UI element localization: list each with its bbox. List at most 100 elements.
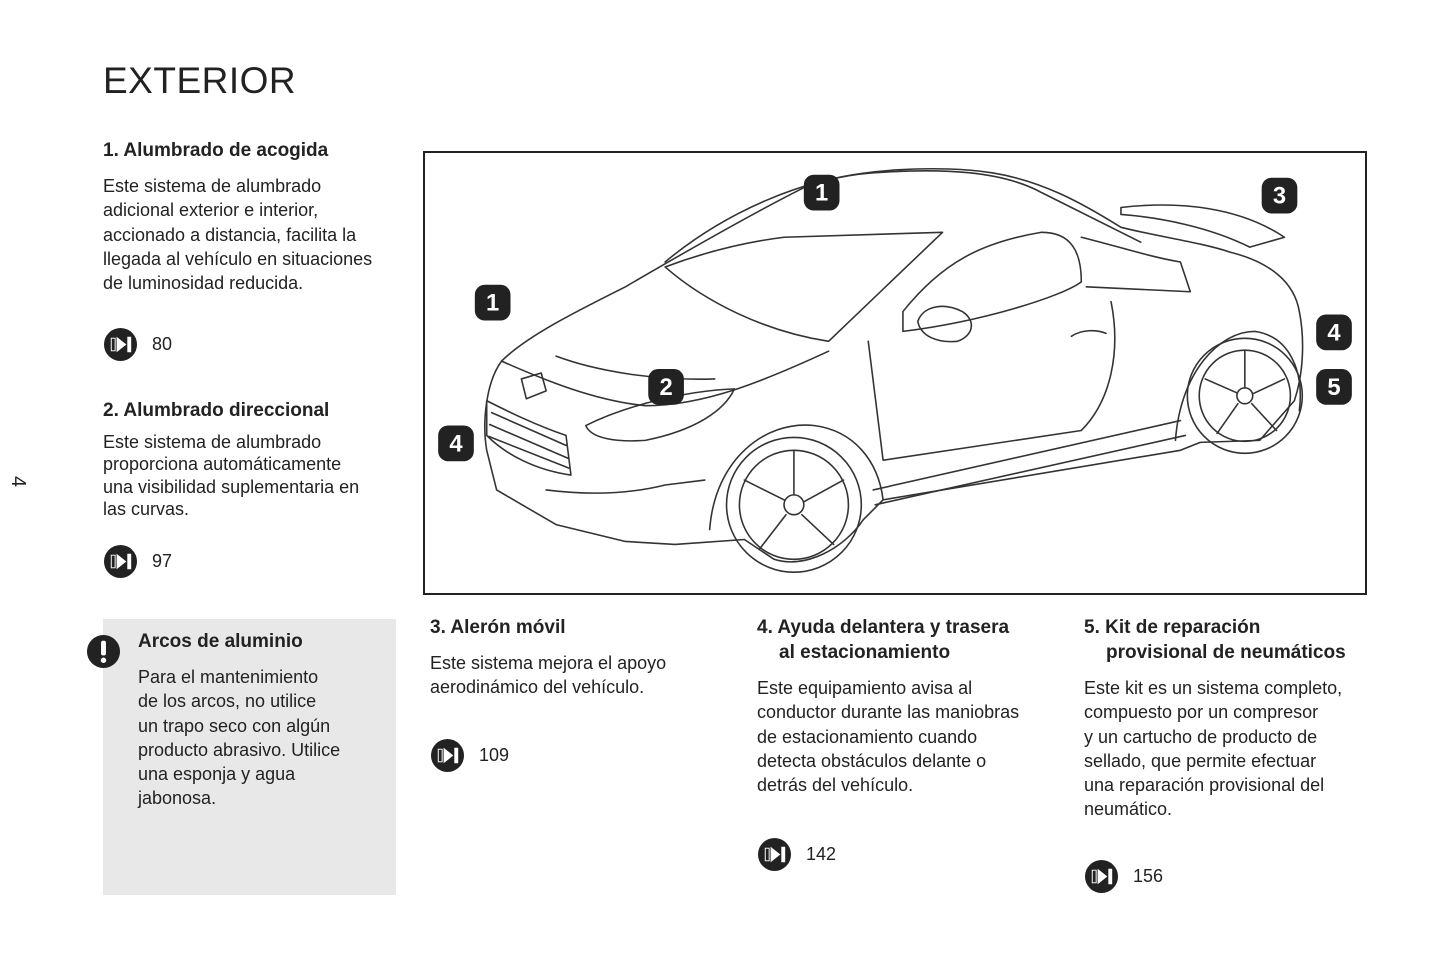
section-2-page-ref[interactable]: 97 [103, 544, 172, 579]
page-ref-number: 156 [1133, 866, 1164, 886]
section-5-line: y un cartucho de producto de [1084, 726, 1318, 747]
page-ref-number: 80 [152, 334, 173, 354]
front-spokes [743, 449, 845, 551]
page-reference-arrow-icon [103, 327, 138, 362]
section-1-line: adicional exterior e interior, [103, 200, 319, 221]
page-ref-number: 109 [479, 745, 510, 765]
section-5-line: Este kit es un sistema completo, [1084, 678, 1343, 698]
svg-text:4: 4 [1327, 319, 1341, 346]
section-5-line: compuesto por un compresor [1084, 702, 1319, 723]
page-reference-arrow-icon [103, 544, 138, 579]
page-ref-number: 97 [152, 551, 173, 571]
section-5-heading-line-1: 5. Kit de reparación [1084, 617, 1261, 638]
car-grille-bars [487, 411, 570, 469]
section-4-line: conductor durante las maniobras [757, 702, 1020, 723]
front-hub [783, 494, 805, 516]
page-title: EXTERIOR [103, 60, 297, 101]
car-logo [520, 372, 547, 400]
car-door-handle [1070, 329, 1107, 338]
section-4-line: de estacionamiento cuando [757, 726, 978, 747]
section-4-heading: 4. Ayuda delantera y trasera al estacion… [757, 615, 1009, 665]
page-reference-arrow-icon [1084, 859, 1119, 894]
section-4-heading-line-2: al estacionamiento [779, 642, 951, 663]
note-line: una esponja y agua [138, 764, 296, 785]
section-5-line: sellado, que permite efectuar [1084, 750, 1317, 771]
section-1-line: accionado a distancia, facilita la [103, 224, 357, 245]
note-heading: Arcos de aluminio [138, 631, 303, 652]
rear-hub [1236, 387, 1254, 405]
page-number: 4 [7, 475, 30, 488]
front-wheel-arch [708, 424, 884, 531]
callout-1-mirror: 1 [474, 284, 511, 321]
section-1-line: llegada al vehículo en situaciones [103, 248, 373, 269]
car-rear-spoiler [1120, 204, 1286, 248]
section-5-line: neumático. [1084, 799, 1173, 820]
front-wheel [725, 436, 863, 573]
note-line: un trapo seco con algún [138, 715, 331, 736]
section-3-line: aerodinámico del vehículo. [430, 677, 645, 698]
car-headlight [585, 388, 736, 442]
section-1-line: Este sistema de alumbrado [103, 176, 322, 196]
callout-2-headlight: 2 [648, 369, 684, 405]
section-4-body: Este equipamiento avisa al conductor dur… [757, 676, 1019, 797]
page-reference-arrow-icon [430, 738, 465, 773]
note-line: jabonosa. [138, 788, 217, 809]
callout-5-tyre-kit: 5 [1316, 369, 1352, 405]
section-1-page-ref[interactable]: 80 [103, 327, 172, 362]
section-3-line: Este sistema mejora el apoyo [430, 653, 667, 673]
callout-4-front: 4 [438, 425, 474, 462]
callout-1-roof: 1 [803, 174, 840, 211]
section-4-heading-line-1: 4. Ayuda delantera y trasera [757, 617, 1010, 638]
page-reference-arrow-icon [757, 837, 792, 872]
car-hood-line [500, 350, 830, 407]
car-hood-crease [555, 355, 716, 380]
rear-wheel [1186, 337, 1304, 455]
rear-spokes [1204, 350, 1286, 435]
section-2-body: Este sistema de alumbrado proporciona au… [103, 431, 359, 520]
section-4-line: detrás del vehículo. [757, 775, 914, 796]
section-5-body: Este kit es un sistema completo, compues… [1084, 676, 1342, 822]
note-body: Para el mantenimiento de los arcos, no u… [138, 665, 340, 811]
section-4-line: detecta obstáculos delante o [757, 750, 987, 771]
section-5-heading-line-2: provisional de neumáticos [1106, 642, 1346, 663]
section-1-body: Este sistema de alumbrado adicional exte… [103, 174, 372, 295]
car-door-line [867, 300, 1116, 461]
section-2-heading: 2. Alumbrado direccional [103, 400, 330, 421]
svg-text:4: 4 [449, 430, 463, 457]
section-3-page-ref[interactable]: 109 [430, 738, 509, 773]
svg-text:1: 1 [486, 290, 499, 317]
svg-text:1: 1 [815, 180, 828, 207]
section-3-body: Este sistema mejora el apoyo aerodinámic… [430, 651, 666, 700]
section-5-page-ref[interactable]: 156 [1084, 859, 1163, 894]
section-5-heading: 5. Kit de reparación provisional de neum… [1084, 615, 1346, 665]
section-4-page-ref[interactable]: 142 [757, 837, 836, 872]
warning-exclamation-icon [86, 634, 121, 669]
callout-3-spoiler: 3 [1261, 177, 1298, 214]
car-roof-line [664, 169, 1142, 263]
section-2-line: proporciona automáticamente [103, 454, 342, 475]
callout-4-rear: 4 [1316, 314, 1352, 351]
car-body-outline [484, 167, 1304, 563]
section-1-line: de luminosidad reducida. [103, 273, 304, 294]
note-line: de los arcos, no utilice [138, 691, 317, 712]
car-windshield [664, 231, 944, 343]
car-exterior-figure: 1 1 2 3 4 4 5 [423, 151, 1367, 595]
car-side-sill [872, 419, 1187, 506]
section-2-line: una visibilidad suplementaria en [103, 476, 360, 497]
svg-text:5: 5 [1327, 374, 1340, 401]
svg-text:2: 2 [659, 374, 672, 401]
car-rear-window [1080, 236, 1192, 293]
car-grille [485, 399, 572, 476]
section-3-heading: 3. Alerón móvil [430, 617, 566, 638]
car-bumper [545, 479, 706, 494]
section-2-line: las curvas. [103, 498, 190, 519]
note-line: producto abrasivo. Utilice [138, 739, 341, 760]
note-box [103, 619, 396, 895]
section-5-line: una reparación provisional del [1084, 775, 1325, 796]
car-illustration: 1 1 2 3 4 4 5 [438, 167, 1352, 573]
section-2-line: Este sistema de alumbrado [103, 432, 322, 452]
rear-rim [1198, 349, 1292, 443]
section-4-line: Este equipamiento avisa al [757, 678, 973, 698]
svg-text:3: 3 [1273, 183, 1286, 210]
section-1-heading: 1. Alumbrado de acogida [103, 140, 329, 161]
